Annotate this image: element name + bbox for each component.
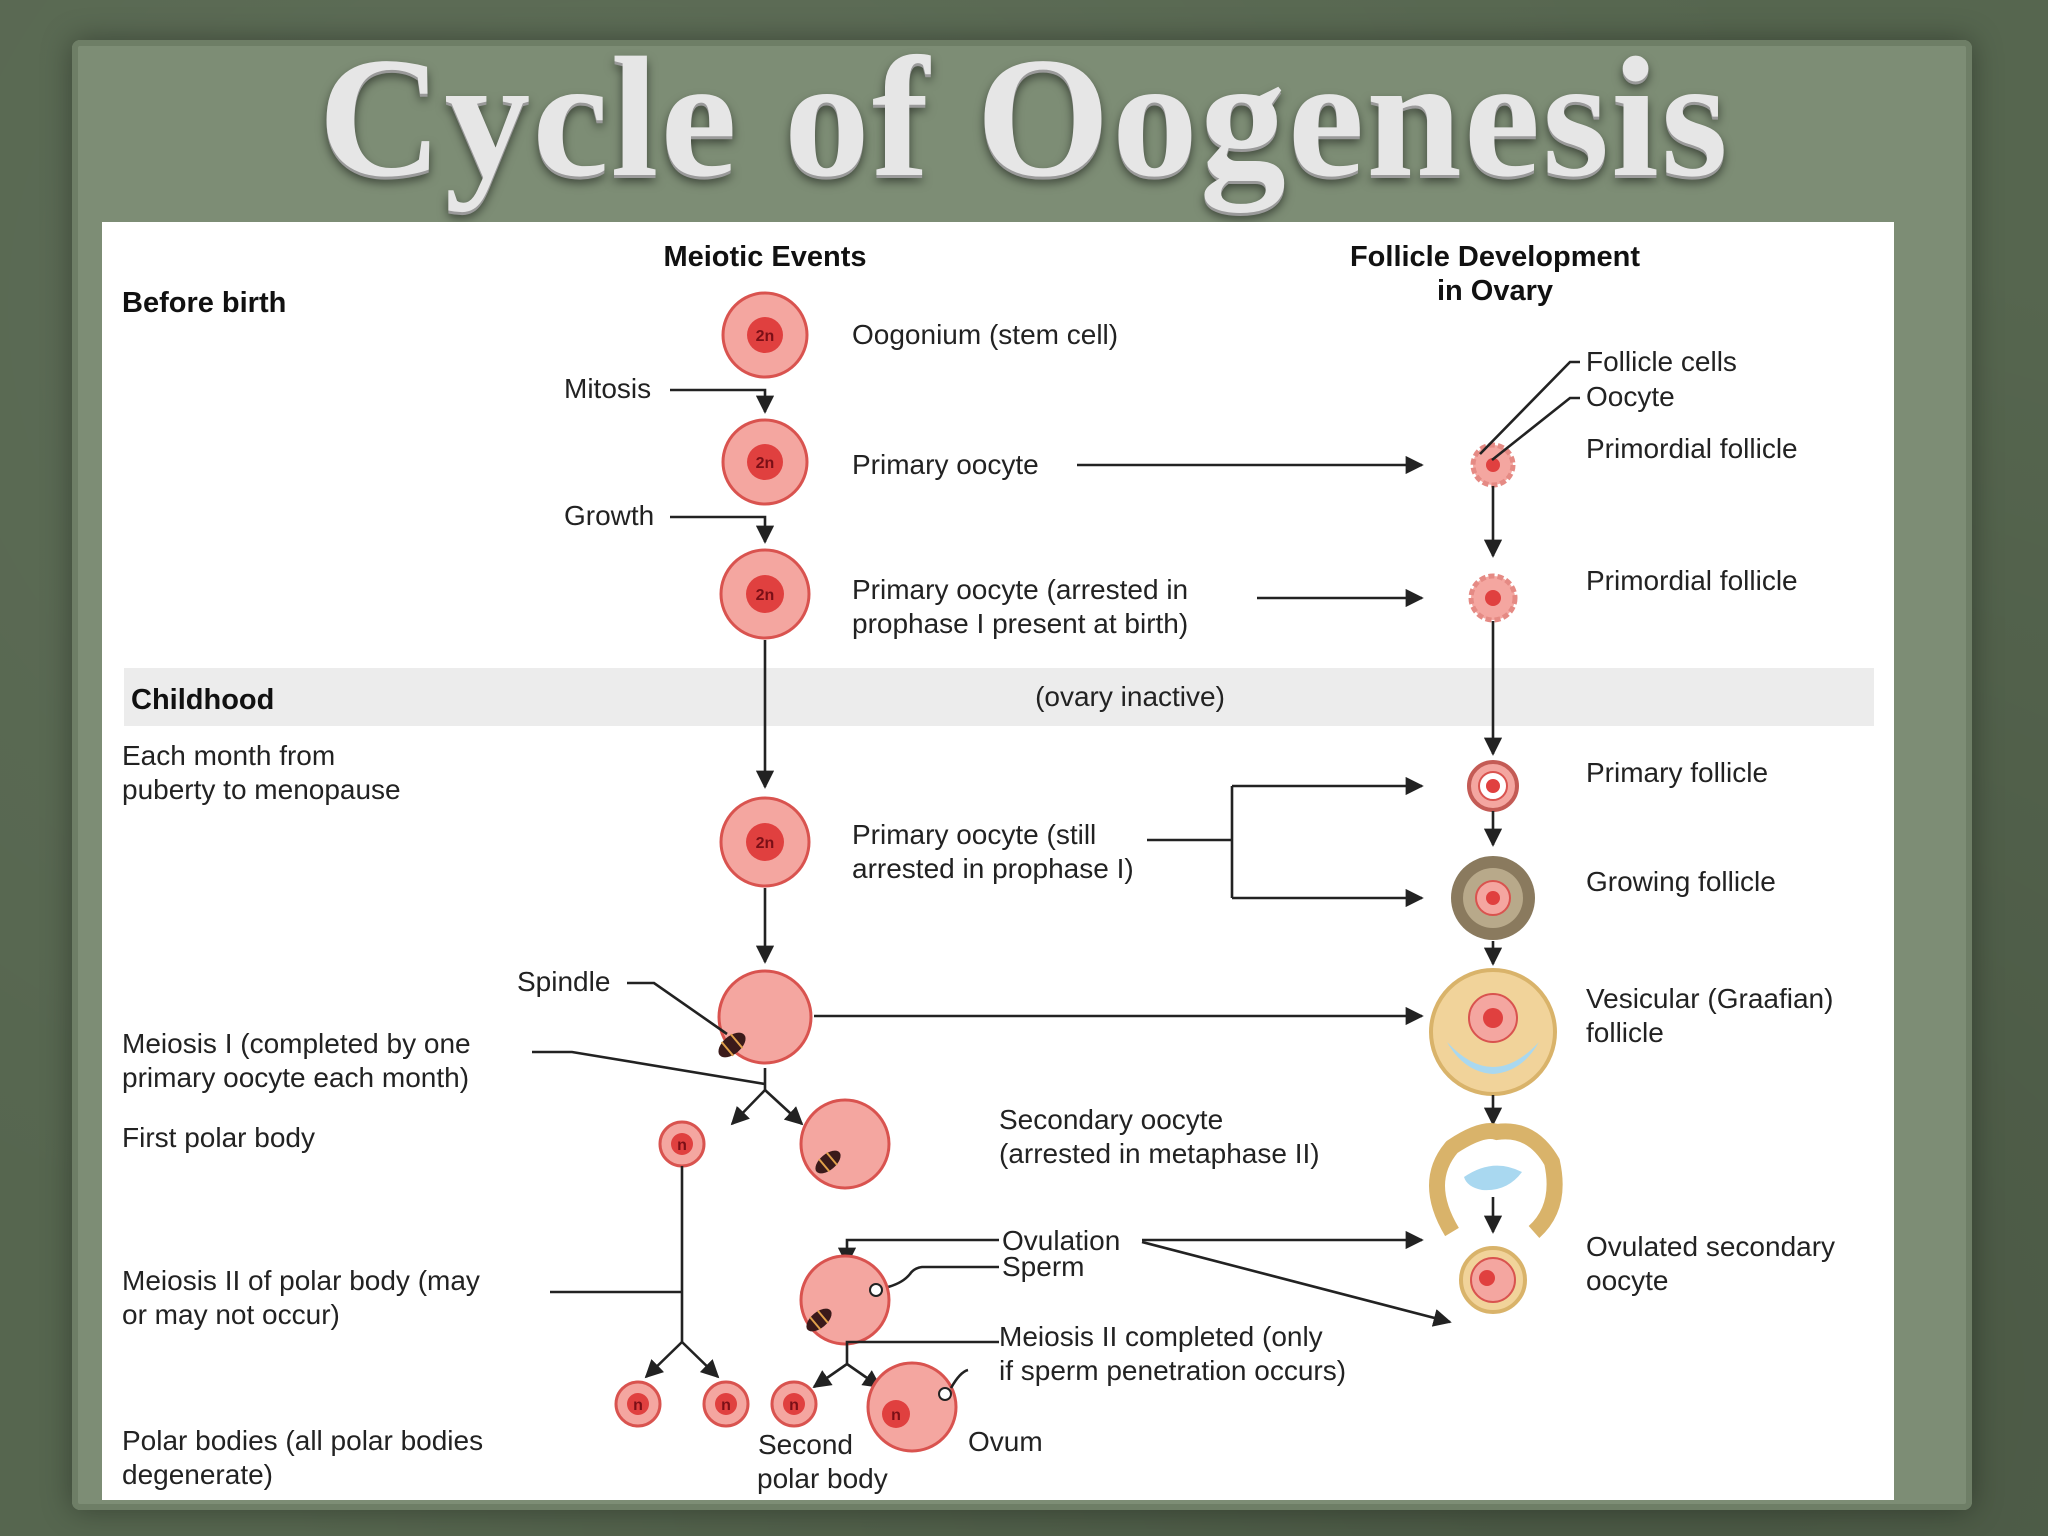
header-meiotic-events: Meiotic Events [663,241,866,273]
primordial-follicle-1 [1470,442,1516,488]
slide-title: Cycle of Oogenesis [318,23,1730,213]
label-oogonium: Oogonium (stem cell) [852,319,1118,350]
label-follicle-cells: Follicle cells [1586,346,1737,377]
stage-before-birth: Before birth [122,287,286,319]
label-vesicular-line1: Vesicular (Graafian) [1586,983,1833,1014]
diagram-panel: Meiotic Events Follicle Development in O… [102,222,1894,1500]
label-vesicular-line2: follicle [1586,1017,1664,1048]
label-primary-oocyte: Primary oocyte [852,449,1039,480]
label-primary-still-line1: Primary oocyte (still [852,819,1096,850]
ovulated-secondary-oocyte [1459,1246,1527,1314]
pointer-oocyte [1491,396,1580,462]
label-ovulated-line1: Ovulated secondary [1586,1231,1835,1262]
label-second-polar-line1: Second [758,1429,853,1460]
growing-follicle [1451,856,1535,940]
ploidy-label: n [721,1397,731,1414]
header-follicle-development: Follicle Development [1350,241,1640,273]
ovary-inactive-label: (ovary inactive) [1035,681,1225,712]
header-in-ovary: in Ovary [1437,275,1553,307]
label-oocyte: Oocyte [1586,381,1675,412]
oogenesis-diagram: Meiotic Events Follicle Development in O… [122,241,1874,1494]
label-meiosis2-polar-line2: or may not occur) [122,1299,340,1330]
label-primary-follicle: Primary follicle [1586,757,1768,788]
stage-monthly-line1: Each month from [122,740,335,771]
first-polar-body-cell: n [658,1120,706,1168]
ploidy-label: 2n [756,587,775,604]
label-meiosis2-done-line2: if sperm penetration occurs) [999,1355,1346,1386]
stage-monthly-line2: puberty to menopause [122,774,401,805]
ploidy-label: 2n [756,328,775,345]
second-polar-body-cell: n [770,1380,818,1428]
bracket-primary-still [1147,786,1234,898]
label-sperm: Sperm [1002,1251,1084,1282]
pointer-meiosis1 [532,1050,766,1086]
label-ovum: Ovum [968,1426,1043,1457]
arrow-polar-split-left [644,1341,683,1379]
sperm-tail [949,1368,969,1389]
arrow-split-right [764,1089,804,1126]
ovum-cell: n [866,1361,969,1453]
primary-oocyte-cell: 2n [721,418,809,506]
label-primordial-2: Primordial follicle [1586,565,1798,596]
ploidy-label: 2n [756,455,775,472]
label-mitosis: Mitosis [564,373,651,404]
arrow-mitosis [670,388,775,414]
label-secondary-line1: Secondary oocyte [999,1104,1223,1135]
arrow-polar-split-right [681,1341,720,1379]
polar-body-cell: n [702,1380,750,1428]
label-ovulated-line2: oocyte [1586,1265,1669,1296]
stage-childhood: Childhood [131,684,274,716]
childhood-band [124,668,1874,726]
ploidy-label: n [633,1397,643,1414]
label-first-polar-body: First polar body [122,1122,315,1153]
label-primary-arrested-line2: prophase I present at birth) [852,608,1188,639]
vesicular-follicle [1429,968,1557,1096]
label-growing-follicle: Growing follicle [1586,866,1776,897]
label-ovulation: Ovulation [1002,1225,1120,1256]
primary-follicle [1467,760,1519,812]
label-spindle: Spindle [517,966,610,997]
ploidy-label: 2n [756,835,775,852]
polar-body-cell: n [614,1380,662,1428]
label-second-polar-line2: polar body [757,1463,888,1494]
arrow-meiosis2-left [814,1340,999,1387]
ploidy-label: n [677,1137,687,1154]
label-primary-arrested-line1: Primary oocyte (arrested in [852,574,1188,605]
label-meiosis1-line2: primary oocyte each month) [122,1062,469,1093]
label-polar-bodies-line1: Polar bodies (all polar bodies [122,1425,483,1456]
meiosis-one-cell [717,969,813,1065]
primary-oocyte-still-cell: 2n [719,796,811,888]
label-secondary-line2: (arrested in metaphase II) [999,1138,1320,1169]
pointer-sperm [883,1265,999,1290]
secondary-oocyte-cell [799,1098,891,1190]
primary-oocyte-arrested-cell: 2n [719,548,811,640]
label-primary-still-line2: arrested in prophase I) [852,853,1134,884]
label-meiosis1-line1: Meiosis I (completed by one [122,1028,471,1059]
ploidy-label: n [789,1397,799,1414]
ruptured-follicle [1429,1123,1563,1238]
pointer-follicle-cells [1479,360,1580,455]
arrow-ovulation-down [837,1238,999,1266]
pointer-spindle [627,981,728,1036]
label-meiosis2-done-line1: Meiosis II completed (only [999,1321,1323,1352]
fertilized-secondary-oocyte-cell [799,1254,891,1346]
primordial-follicle-2 [1468,573,1518,623]
label-meiosis2-polar-line1: Meiosis II of polar body (may [122,1265,480,1296]
label-growth: Growth [564,500,654,531]
oogonium-cell: 2n [721,291,809,379]
label-polar-bodies-line2: degenerate) [122,1459,273,1490]
label-primordial-1: Primordial follicle [1586,433,1798,464]
arrow-ovulation-to-oocyte [1141,1240,1452,1327]
arrow-growth [670,515,775,544]
ploidy-label: n [891,1407,901,1424]
arrow-split-left [732,1068,767,1124]
